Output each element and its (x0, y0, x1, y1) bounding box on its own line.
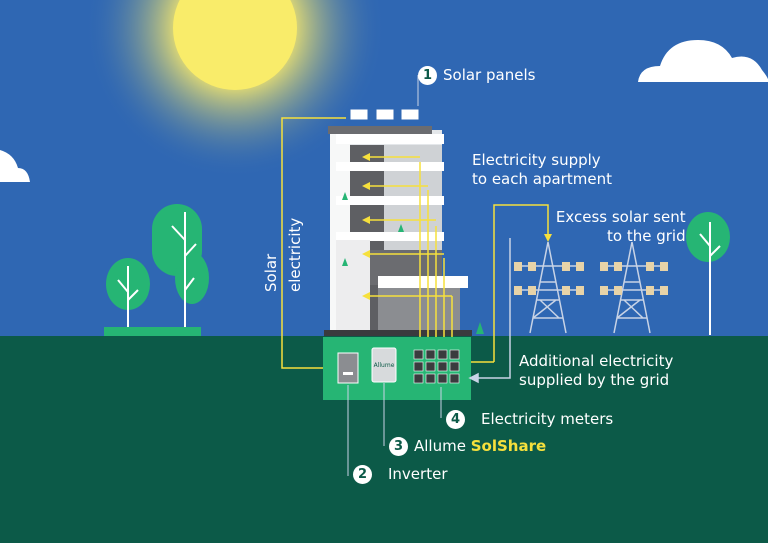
additional-label-line1: Additional electricity (519, 352, 674, 370)
meters-text: Electricity meters (481, 410, 614, 428)
tree-icon (686, 212, 730, 335)
meters-label: 4 Electricity meters (446, 410, 613, 429)
solar-panel-icon (349, 108, 420, 121)
additional-label: Additional electricity supplied by the g… (519, 352, 673, 390)
sun-icon (85, 0, 385, 178)
leader-lines (347, 75, 442, 476)
solshare-text: SolShare (470, 437, 547, 455)
inverter-label: 2 Inverter (353, 465, 447, 484)
step-2-badge: 2 (353, 465, 372, 484)
solshare-label: 3 Allume SolShare (389, 437, 546, 456)
supply-label-line1: Electricity supply (472, 151, 601, 169)
insulators (514, 262, 668, 295)
excess-label-line2: to the grid (607, 227, 686, 245)
step-3-badge: 3 (389, 437, 408, 456)
step-4-badge: 4 (446, 410, 465, 429)
solshare-box-icon: Allume (371, 347, 397, 383)
step-1-badge: 1 (418, 66, 437, 85)
excess-label-line1: Excess solar sent (555, 208, 686, 226)
supply-label-line2: to each apartment (472, 170, 612, 188)
solar-electricity-label-2: electricity (286, 217, 304, 292)
wiring (281, 117, 549, 369)
grid-supply-line (468, 238, 511, 384)
solar-electricity-label-1: Solar (262, 253, 280, 292)
solar-panels-label: 1 Solar panels (418, 66, 535, 85)
inverter-icon (337, 352, 359, 384)
plant-icon (342, 192, 484, 334)
allume-text: Allume (414, 437, 466, 455)
inverter-text: Inverter (388, 465, 448, 483)
tree-icon (152, 204, 209, 332)
supply-label: Electricity supply to each apartment (472, 151, 612, 189)
excess-label: Excess solar sent to the grid (553, 208, 686, 246)
cloud-icon (638, 40, 768, 82)
box-label: Allume (374, 362, 395, 369)
solar-panels-text: Solar panels (443, 66, 536, 84)
cloud-icon (0, 150, 30, 182)
pylon-icon (517, 241, 579, 334)
additional-label-line2: supplied by the grid (519, 371, 670, 389)
tree-icon (106, 258, 150, 332)
hedge (104, 327, 201, 336)
meter-icon (413, 349, 460, 384)
